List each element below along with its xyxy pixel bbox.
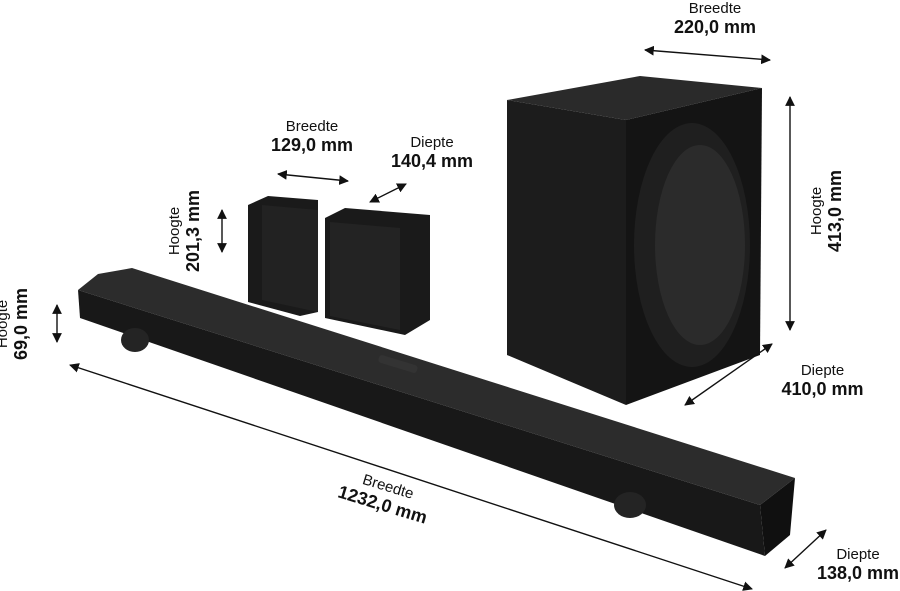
- dimension-name: Breedte: [285, 118, 339, 135]
- arrow-rear-width: [277, 170, 349, 185]
- dimension-value: 140,4 mm: [390, 151, 474, 172]
- label-subwoofer-depth: Diepte 410,0 mm: [770, 362, 875, 400]
- rear-speaker-left: [248, 196, 318, 316]
- dimension-value: 220,0 mm: [673, 17, 757, 38]
- dimension-name: Hoogte: [808, 186, 826, 236]
- dimension-value: 138,0 mm: [816, 563, 900, 584]
- label-bar-height: Hoogte 69,0 mm: [0, 279, 32, 369]
- dimension-name: Diepte: [410, 134, 454, 151]
- dimension-value: 413,0 mm: [825, 169, 846, 252]
- dimension-name: Hoogte: [0, 299, 12, 349]
- label-subwoofer-height: Hoogte 413,0 mm: [808, 151, 846, 271]
- dimension-value: 129,0 mm: [270, 135, 354, 156]
- label-rear-depth: Diepte 140,4 mm: [382, 134, 482, 172]
- arrow-subwoofer-width: [644, 45, 771, 65]
- label-rear-height: Hoogte 201,3 mm: [166, 181, 204, 281]
- arrow-bar-width: [69, 363, 753, 591]
- dimension-name: Hoogte: [166, 206, 184, 256]
- arrow-rear-depth: [369, 183, 407, 203]
- dimension-value: 69,0 mm: [11, 287, 32, 360]
- dimension-name: Breedte: [688, 0, 742, 17]
- label-rear-width: Breedte 129,0 mm: [262, 118, 362, 156]
- label-subwoofer-width: Breedte 220,0 mm: [655, 0, 775, 38]
- rear-speaker-right: [325, 208, 430, 335]
- dimension-name: Diepte: [800, 362, 845, 379]
- dimension-value: 410,0 mm: [781, 379, 864, 400]
- arrow-bar-depth: [784, 529, 827, 569]
- dimension-value: 201,3 mm: [183, 189, 204, 272]
- label-bar-depth: Diepte 138,0 mm: [808, 546, 900, 584]
- dimension-name: Diepte: [836, 546, 880, 563]
- subwoofer: [507, 76, 762, 405]
